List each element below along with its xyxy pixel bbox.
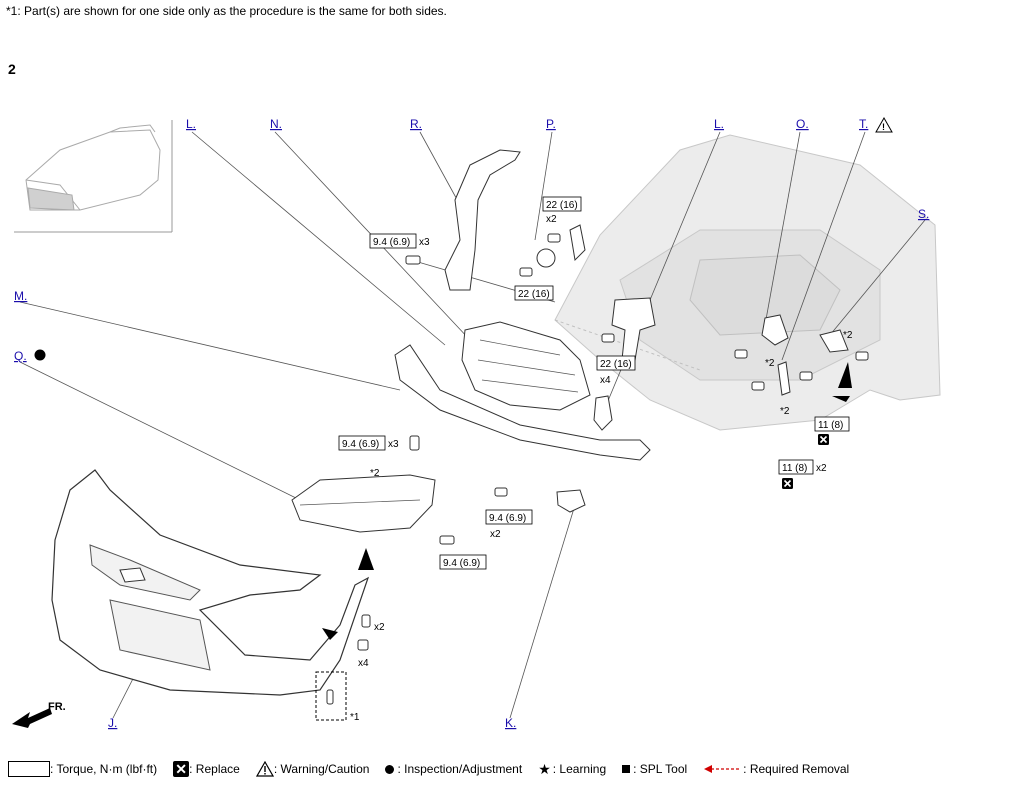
fasteners (326, 233, 869, 705)
multiplier: x4 (600, 375, 611, 386)
callout-r[interactable]: R. (410, 117, 422, 131)
note-marker: *1 (350, 712, 360, 723)
svg-text:9.4 (6.9): 9.4 (6.9) (373, 237, 410, 248)
front-bumper-j (51, 469, 370, 696)
svg-text:11 (8): 11 (8) (782, 463, 807, 474)
arrow-icon (832, 396, 850, 402)
inspection-icon (34, 349, 46, 361)
legend: : Torque, N·m (lbf·ft) ✕ : Replace : War… (8, 758, 865, 780)
note-marker: *2 (843, 330, 853, 341)
multiplier: x3 (419, 237, 430, 248)
note-marker: *2 (780, 406, 790, 417)
multiplier: x4 (358, 658, 369, 669)
replace-icon: ✕ (173, 761, 190, 777)
note-marker: *2 (765, 358, 775, 369)
legend-inspection: : Inspection/Adjustment (385, 762, 522, 776)
legend-warning: : Warning/Caution (255, 761, 369, 777)
spl-tool-icon (622, 765, 631, 773)
warning-icon: ! (875, 116, 893, 133)
callout-o[interactable]: O. (796, 117, 809, 131)
legend-torque: : Torque, N·m (lbf·ft) (8, 761, 157, 777)
legend-removal: : Required Removal (703, 762, 849, 776)
legend-replace: ✕ : Replace (173, 761, 240, 777)
vehicle-thumbnail (14, 120, 173, 233)
callout-j[interactable]: J. (108, 716, 117, 730)
bracket-p (569, 224, 586, 262)
clip-p (536, 248, 556, 268)
torque-box: 11 (8) (814, 416, 850, 432)
arrow-icon (322, 628, 338, 640)
torque-box: 9.4 (6.9) (338, 435, 386, 451)
callout-q[interactable]: Q. (14, 349, 27, 363)
front-direction-icon: FR. (12, 701, 66, 728)
procedure-note: *1: Part(s) are shown for one side only … (6, 4, 447, 18)
required-removal-arrow-icon (704, 765, 742, 773)
svg-text:22 (16): 22 (16) (546, 200, 578, 211)
multiplier: x2 (816, 463, 827, 474)
upper-support-n (461, 321, 591, 411)
callout-k[interactable]: K. (505, 716, 516, 730)
callout-p[interactable]: P. (546, 117, 556, 131)
callout-s[interactable]: S. (918, 207, 929, 221)
replace-icon (782, 478, 793, 489)
torque-box: 11 (8) (778, 459, 814, 475)
bracket-k (556, 489, 586, 513)
multiplier: x3 (388, 439, 399, 450)
exploded-diagram: FR. L. N. R. P. L. O. T. ! S. M. Q. J. K… (12, 116, 941, 730)
note-marker: *2 (370, 468, 380, 479)
warning-icon (255, 761, 274, 777)
arrow-icon (838, 362, 852, 388)
torque-box: 22 (16) (542, 196, 582, 212)
svg-text:FR.: FR. (48, 701, 66, 713)
multiplier: x2 (374, 622, 385, 633)
torque-box: 22 (16) (514, 285, 554, 301)
multiplier: x2 (546, 214, 557, 225)
bracket-l (593, 395, 613, 431)
svg-text:9.4 (6.9): 9.4 (6.9) (489, 513, 526, 524)
svg-text:9.4 (6.9): 9.4 (6.9) (443, 558, 480, 569)
bracket-r (444, 149, 521, 291)
legend-learning: ★ : Learning (538, 760, 607, 777)
replace-icon (818, 434, 829, 445)
callout-m[interactable]: M. (14, 289, 27, 303)
svg-text:11 (8): 11 (8) (818, 420, 843, 431)
inspection-icon (385, 764, 395, 774)
torque-box: 9.4 (6.9) (485, 509, 533, 525)
multiplier: x2 (490, 529, 501, 540)
svg-text:22 (16): 22 (16) (600, 359, 632, 370)
callout-t[interactable]: T. (859, 117, 868, 131)
callout-l-left[interactable]: L. (186, 117, 196, 131)
torque-box: 9.4 (6.9) (439, 554, 487, 570)
arrow-up-icon (358, 548, 374, 570)
torque-box-icon (8, 761, 50, 777)
bracket-t (777, 361, 791, 396)
bracket-s (819, 329, 849, 353)
bracket-o (761, 314, 789, 346)
absorber-m (394, 344, 651, 461)
lower-insert-q (291, 474, 436, 533)
svg-text:!: ! (882, 122, 885, 132)
learning-star-icon: ★ (538, 760, 551, 777)
callout-n[interactable]: N. (270, 117, 282, 131)
detail-box (315, 671, 347, 721)
torque-box: 9.4 (6.9) (369, 233, 417, 249)
torque-box: 22 (16) (596, 355, 636, 371)
engine-bay (554, 134, 941, 431)
svg-text:9.4 (6.9): 9.4 (6.9) (342, 439, 379, 450)
callout-l-right[interactable]: L. (714, 117, 724, 131)
svg-text:22 (16): 22 (16) (518, 289, 550, 300)
step-number: 2 (8, 61, 16, 77)
legend-spl: : SPL Tool (622, 762, 687, 776)
